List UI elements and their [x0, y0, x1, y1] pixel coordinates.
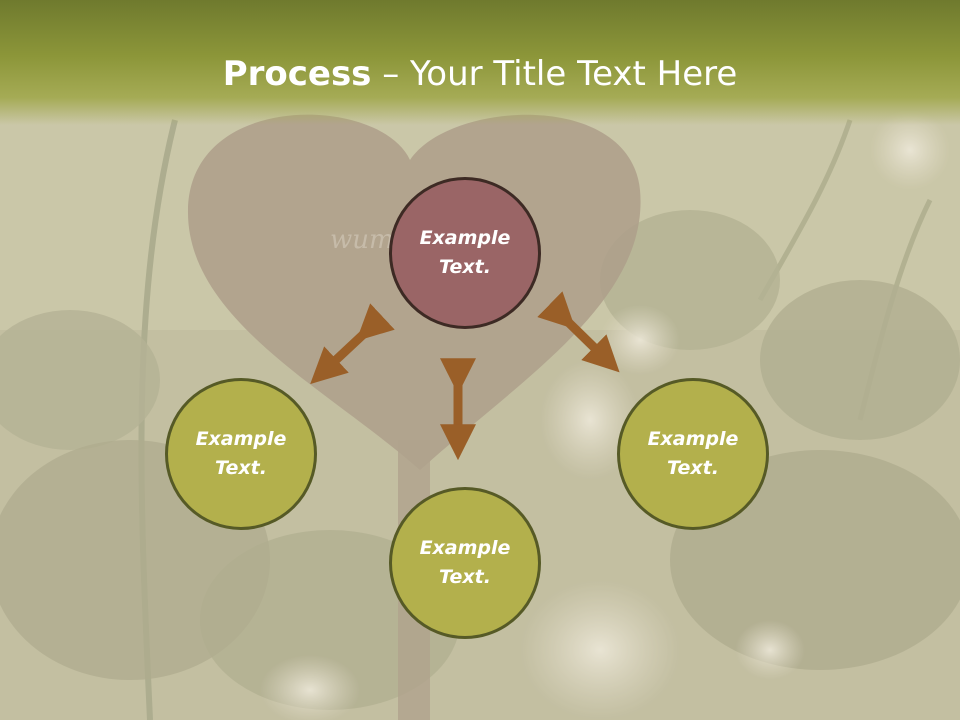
node-left: Example Text.	[165, 378, 317, 530]
title-bar	[0, 0, 960, 125]
node-right: Example Text.	[617, 378, 769, 530]
page-title: Process – Your Title Text Here	[0, 52, 960, 96]
node-bottom: Example Text.	[389, 487, 541, 639]
arrow-center-right	[537, 291, 620, 373]
title-bold: Process	[222, 54, 372, 94]
node-bottom-line1: Example	[419, 537, 511, 559]
node-left-line2: Text.	[215, 457, 267, 479]
title-rest: – Your Title Text Here	[371, 54, 738, 94]
node-center-line2: Text.	[439, 256, 491, 278]
node-center-line1: Example	[419, 227, 511, 249]
arrow-center-left	[310, 303, 395, 385]
node-bottom-line2: Text.	[439, 566, 491, 588]
node-right-line1: Example	[647, 428, 739, 450]
node-left-line1: Example	[195, 428, 287, 450]
node-right-line2: Text.	[667, 457, 719, 479]
node-center: Example Text.	[389, 177, 541, 329]
